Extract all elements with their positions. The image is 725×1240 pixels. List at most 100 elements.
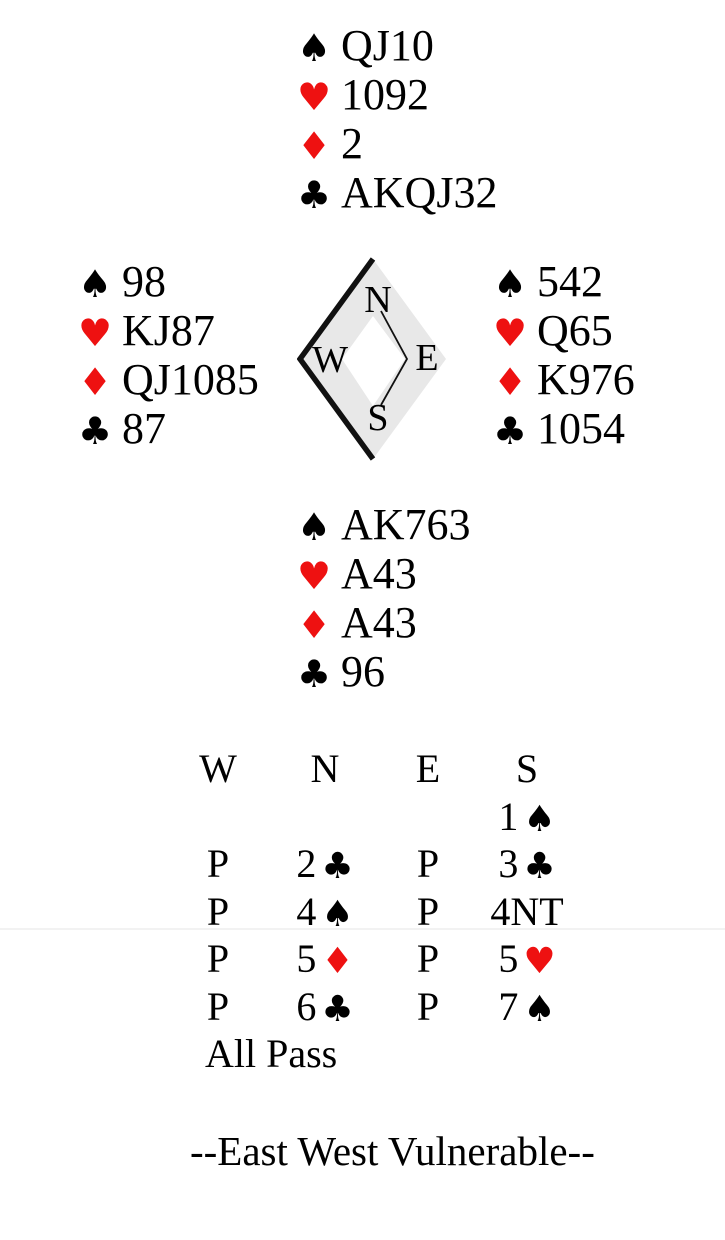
bid-level: 4 (296, 889, 317, 934)
cards-spades: QJ10 (341, 21, 434, 70)
all-pass-label: All Pass (205, 1031, 338, 1076)
diamond-icon: ♦ (297, 124, 332, 168)
auction-bid: 3♣ (477, 840, 577, 889)
spade-icon: ♠ (297, 505, 332, 549)
suit-row-hearts: ♥Q65 (493, 306, 635, 355)
compass-north-label: N (364, 279, 391, 321)
cards-hearts: 1092 (341, 70, 429, 119)
auction-bid: 5♥ (477, 935, 577, 984)
suit-row-spades: ♠AK763 (297, 500, 471, 549)
spade-icon: ♠ (297, 26, 332, 70)
cards-diamonds: A43 (341, 598, 417, 647)
diamond-icon: ♦ (493, 360, 528, 404)
cards-diamonds: K976 (537, 355, 635, 404)
suit-row-spades: ♠QJ10 (297, 21, 497, 70)
compass-west-label: W (312, 339, 348, 381)
cards-diamonds: QJ1085 (122, 355, 259, 404)
suit-row-hearts: ♥1092 (297, 70, 497, 119)
suit-row-diamonds: ♦K976 (493, 355, 635, 404)
club-icon: ♣ (523, 846, 556, 887)
suit-row-diamonds: ♦QJ1085 (78, 355, 259, 404)
suit-row-clubs: ♣87 (78, 404, 259, 453)
diamond-icon: ♦ (78, 360, 113, 404)
compass-inner-edge (380, 310, 409, 406)
suit-row-spades: ♠542 (493, 257, 635, 306)
auction-call: P (416, 936, 440, 981)
auction-call: P (206, 841, 230, 886)
compass-rose: N W E S (297, 257, 446, 461)
club-icon: ♣ (78, 409, 113, 453)
auction-header-e: E (415, 746, 441, 791)
vulnerability-label: --East West Vulnerable-- (190, 1128, 595, 1174)
bid-level: 2 (296, 841, 317, 886)
suit-row-diamonds: ♦A43 (297, 598, 471, 647)
bid-level: 1 (498, 794, 519, 839)
auction-row: P 6♣ P 7♠ (0, 983, 725, 1030)
heart-icon: ♥ (78, 311, 113, 355)
bid-level: 5 (498, 936, 519, 981)
suit-row-hearts: ♥A43 (297, 549, 471, 598)
suit-row-clubs: ♣96 (297, 647, 471, 696)
compass-east-label: E (415, 337, 438, 379)
club-icon: ♣ (297, 173, 332, 217)
auction-bid: 6♣ (275, 983, 375, 1032)
east-hand: ♠542♥Q65♦K976♣1054 (493, 257, 635, 453)
compass-thick-edge (297, 257, 376, 461)
heart-icon: ♥ (297, 554, 332, 598)
west-hand: ♠98♥KJ87♦QJ1085♣87 (78, 257, 259, 453)
heart-icon: ♥ (493, 311, 528, 355)
spade-icon: ♠ (493, 262, 528, 306)
auction-call: P (206, 889, 230, 934)
cards-spades: 542 (537, 257, 603, 306)
club-icon: ♣ (493, 409, 528, 453)
cards-clubs: 87 (122, 404, 166, 453)
suit-row-clubs: ♣1054 (493, 404, 635, 453)
auction-bid: 5♦ (275, 935, 375, 984)
cards-hearts: KJ87 (122, 306, 215, 355)
spade-icon: ♠ (523, 989, 556, 1030)
diamond-icon: ♦ (321, 941, 354, 982)
auction-bid: 2♣ (275, 840, 375, 889)
suit-row-diamonds: ♦2 (297, 119, 497, 168)
auction-row: 1♠ (0, 793, 725, 840)
auction-call: P (206, 984, 230, 1029)
club-icon: ♣ (321, 989, 354, 1030)
cards-hearts: A43 (341, 549, 417, 598)
auction-call: P (416, 841, 440, 886)
suit-row-hearts: ♥KJ87 (78, 306, 259, 355)
club-icon: ♣ (321, 846, 354, 887)
north-hand: ♠QJ10♥1092♦2♣AKQJ32 (297, 21, 497, 217)
heart-icon: ♥ (523, 941, 556, 982)
bid-level: 6 (296, 984, 317, 1029)
auction-call: P (416, 984, 440, 1029)
cards-hearts: Q65 (537, 306, 613, 355)
auction-call: 4NT (490, 889, 564, 934)
bid-level: 5 (296, 936, 317, 981)
spade-icon: ♠ (78, 262, 113, 306)
faint-divider (0, 928, 725, 930)
cards-diamonds: 2 (341, 119, 363, 168)
auction-header-n: N (310, 746, 340, 791)
cards-clubs: 1054 (537, 404, 625, 453)
compass-south-label: S (367, 397, 388, 439)
suit-row-spades: ♠98 (78, 257, 259, 306)
cards-clubs: 96 (341, 647, 385, 696)
suit-row-clubs: ♣AKQJ32 (297, 168, 497, 217)
heart-icon: ♥ (297, 75, 332, 119)
south-hand: ♠AK763♥A43♦A43♣96 (297, 500, 471, 696)
cards-clubs: AKQJ32 (341, 168, 498, 217)
cards-spades: AK763 (341, 500, 471, 549)
auction-bid: 7♠ (477, 983, 577, 1032)
spade-icon: ♠ (523, 799, 556, 840)
auction-call: P (416, 889, 440, 934)
club-icon: ♣ (297, 652, 332, 696)
cards-spades: 98 (122, 257, 166, 306)
auction-bid: 1♠ (477, 793, 577, 842)
auction-header-s: S (515, 746, 539, 791)
bid-level: 3 (498, 841, 519, 886)
